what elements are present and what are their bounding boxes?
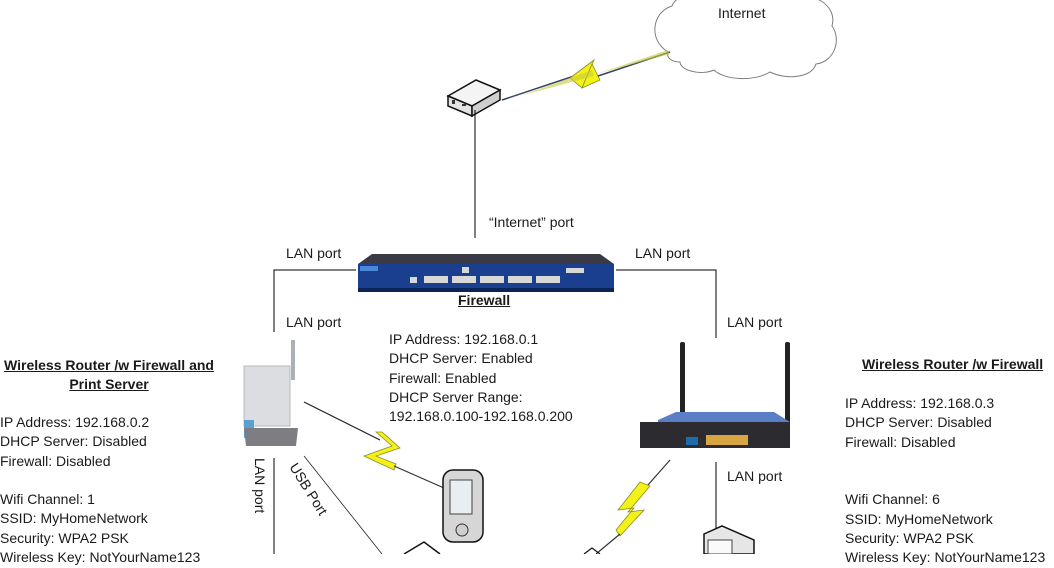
firewall-lan-port-left-label: LAN port xyxy=(286,245,342,261)
right-router-info-line: Wifi Channel: 6 xyxy=(845,491,940,508)
left-router-info-line: Wifi Channel: 1 xyxy=(0,491,95,508)
firewall-info: IP Address: 192.168.0.1 DHCP Server: Ena… xyxy=(389,330,573,426)
network-diagram-canvas xyxy=(243,0,837,554)
right-router-device-icon xyxy=(640,342,790,448)
firewall-info-line: 192.168.0.100-192.168.0.200 xyxy=(389,408,573,425)
wire-firewall-right-router xyxy=(616,269,717,338)
right-router-info-line: DHCP Server: Disabled xyxy=(845,414,992,431)
left-router-title-line: Print Server xyxy=(69,376,149,393)
left-router-info-line: SSID: MyHomeNetwork xyxy=(0,510,148,527)
right-router-lan-port-label: LAN port xyxy=(727,314,783,330)
right-router-lan-port-down-label: LAN port xyxy=(727,468,783,484)
wire-left-router-usb xyxy=(303,455,383,554)
left-router-title: Wireless Router /w Firewall and Print Se… xyxy=(0,356,218,395)
firewall-info-line: DHCP Server Range: xyxy=(389,388,523,405)
internet-port-label: “Internet” port xyxy=(489,214,574,230)
laptop-device-icon xyxy=(583,547,601,554)
left-router-device-icon xyxy=(243,340,298,446)
right-router-info-line: Firewall: Disabled xyxy=(845,433,956,450)
computer-device-icon xyxy=(703,525,755,554)
firewall-device-icon xyxy=(358,254,614,292)
wire-firewall-left-router xyxy=(273,269,356,332)
firewall-title: Firewall xyxy=(458,292,511,308)
printer-device-icon xyxy=(403,541,441,554)
left-router-info-line: Wireless Key: NotYourName123 xyxy=(0,549,201,566)
pda-device-icon xyxy=(442,469,484,543)
left-router-info-line: IP Address: 192.168.0.2 xyxy=(0,414,150,430)
wireless-link-right-router-icon xyxy=(595,459,671,554)
left-router-info-line: DHCP Server: Disabled xyxy=(0,433,147,450)
right-router-info-line xyxy=(845,452,1045,471)
wireless-link-left-router-icon xyxy=(303,401,445,489)
left-router-lan-port-down-label: LAN port xyxy=(252,458,268,514)
right-router-info-line: IP Address: 192.168.0.3 xyxy=(845,395,995,411)
modem-icon xyxy=(446,79,502,118)
left-router-info: IP Address: 192.168.0.2 DHCP Server: Dis… xyxy=(0,413,200,567)
right-router-info-line: Wireless Key: NotYourName123 xyxy=(845,549,1046,566)
firewall-lan-port-right-label: LAN port xyxy=(635,245,691,261)
left-router-lan-port-label: LAN port xyxy=(286,314,342,330)
left-router-info-line: Security: WPA2 PSK xyxy=(0,529,129,546)
right-router-info: IP Address: 192.168.0.3 DHCP Server: Dis… xyxy=(845,394,1045,568)
left-router-info-line xyxy=(0,471,200,490)
right-router-title: Wireless Router /w Firewall xyxy=(862,356,1044,372)
wireless-link-internet-icon xyxy=(501,50,671,101)
right-router-info-line: Security: WPA2 PSK xyxy=(845,530,974,547)
right-router-info-line: SSID: MyHomeNetwork xyxy=(845,510,993,527)
firewall-info-line: Firewall: Enabled xyxy=(389,369,497,386)
firewall-info-line: DHCP Server: Enabled xyxy=(389,350,533,367)
internet-label: Internet xyxy=(718,5,766,21)
left-router-title-line: Wireless Router /w Firewall and xyxy=(4,357,214,373)
right-router-info-line xyxy=(845,471,1045,490)
left-router-info-line: Firewall: Disabled xyxy=(0,452,111,469)
firewall-info-line: IP Address: 192.168.0.1 xyxy=(389,331,539,347)
internet-cloud-icon xyxy=(654,0,837,79)
